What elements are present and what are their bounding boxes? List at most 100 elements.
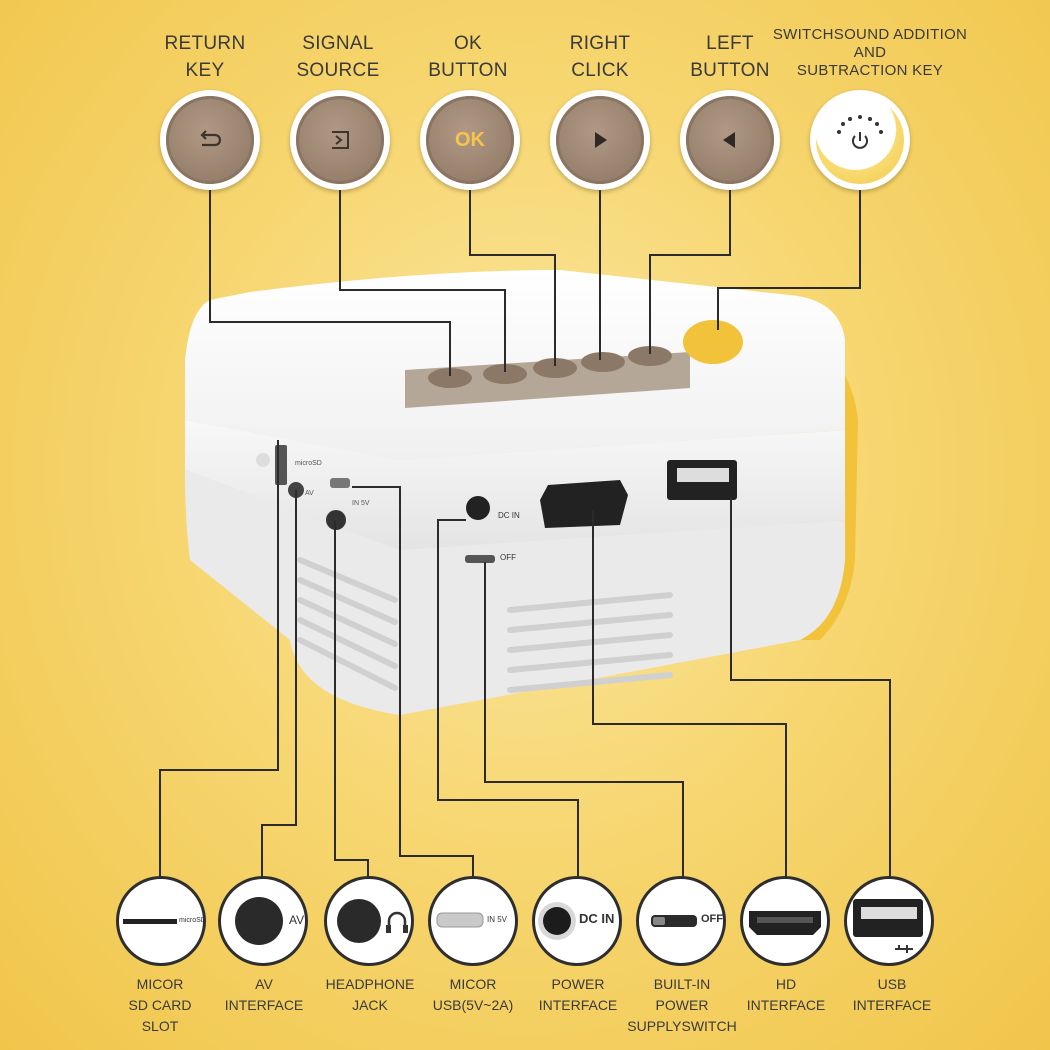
label-line: SWITCHSOUND ADDITION (772, 26, 968, 43)
hd-port-closeup (740, 876, 830, 966)
label-line: POWER (551, 976, 605, 992)
line-return (209, 190, 451, 376)
label-line: USB(5V~2A) (432, 997, 514, 1013)
vents (297, 557, 673, 693)
label-line: LEFT (706, 33, 754, 54)
label-line: INTERFACE (538, 997, 618, 1013)
ok-button[interactable]: OK (420, 90, 520, 190)
line-power (437, 519, 579, 880)
device-buttons (428, 320, 743, 388)
port-text-in5v: IN 5V (487, 915, 508, 924)
hdmi-icon (749, 911, 821, 935)
av-jack-icon (235, 897, 283, 945)
line-hd (592, 510, 787, 880)
device-label-av: AV (305, 490, 314, 497)
line-usb (730, 497, 891, 880)
left-button[interactable] (680, 90, 780, 190)
line-microusb (352, 486, 474, 880)
label-line: OK (453, 33, 483, 54)
label-signal-source: SIGNAL SOURCE (283, 30, 393, 84)
label-microsd-slot: MICOR SD CARD SLOT (110, 974, 210, 1037)
label-line: SUPPLYSWITCH (627, 1018, 737, 1034)
line-microsd (159, 440, 279, 880)
line-left (649, 190, 731, 354)
label-line: AV (255, 976, 273, 992)
label-line: MICOR (449, 976, 497, 992)
front-panel (185, 420, 845, 550)
label-line: BUILT-IN (653, 976, 711, 992)
button-face (166, 96, 254, 184)
label-line: SIGNAL (302, 33, 374, 54)
button-face (816, 96, 904, 184)
device-label-off: OFF (500, 553, 516, 562)
label-line: AND (853, 44, 887, 61)
label-line: HD (775, 976, 797, 992)
label-line: POWER (655, 997, 709, 1013)
label-microusb: MICOR USB(5V~2A) (420, 974, 526, 1016)
label-return-key: RETURN KEY (150, 30, 260, 84)
label-power-interface: POWER INTERFACE (526, 974, 630, 1016)
headphone-icon (337, 899, 408, 943)
switch-sound-button[interactable] (810, 90, 910, 190)
line-source (339, 190, 506, 372)
device-label-dcin: DC IN (498, 511, 520, 520)
label-line: SOURCE (296, 60, 380, 81)
label-line: HEADPHONE (325, 976, 415, 992)
microsd-port-closeup: microSD (116, 876, 206, 966)
label-right-click: RIGHT CLICK (545, 30, 655, 84)
return-key-button[interactable] (160, 90, 260, 190)
ok-text: OK (455, 128, 485, 151)
power-port-closeup: DC IN (532, 876, 622, 966)
label-line: SLOT (141, 1018, 179, 1034)
return-icon (200, 130, 222, 147)
dc-in-icon (538, 902, 576, 940)
label-line: KEY (185, 60, 225, 81)
device-label-microsd: microSD (295, 460, 322, 467)
port-text-av: AV (289, 913, 305, 927)
label-line: SD CARD (128, 997, 192, 1013)
label-line: INTERFACE (224, 997, 304, 1013)
usb-icon (853, 899, 923, 953)
button-face (686, 96, 774, 184)
port-text-off: OFF (701, 913, 723, 925)
headphone-port-closeup (324, 876, 414, 966)
source-icon (332, 131, 349, 149)
label-power-switch: BUILT-IN POWER SUPPLYSWITCH (622, 974, 742, 1037)
label-line: SUBTRACTION KEY (796, 62, 944, 79)
play-right-icon (595, 132, 607, 148)
power-icon (837, 115, 883, 149)
label-ok-button: OK BUTTON (413, 30, 523, 84)
label-switch-sound: SWITCHSOUND ADDITION AND SUBTRACTION KEY (765, 26, 975, 80)
label-line: INTERFACE (746, 997, 826, 1013)
line-switch (717, 190, 861, 330)
right-click-button[interactable] (550, 90, 650, 190)
port-text-dcin: DC IN (579, 911, 615, 926)
line-switch-power (484, 562, 684, 880)
signal-source-button[interactable] (290, 90, 390, 190)
label-line: RETURN (164, 33, 246, 54)
port-text-microsd: microSD (179, 917, 206, 924)
label-left-button: LEFT BUTTON (675, 30, 785, 84)
label-headphone-jack: HEADPHONE JACK (318, 974, 422, 1016)
device-label-in5v: IN 5V (352, 500, 370, 507)
av-port-closeup: AV (218, 876, 308, 966)
label-line: JACK (352, 997, 388, 1013)
label-line: USB (877, 976, 907, 992)
microusb-icon (436, 912, 484, 928)
button-face: OK (426, 96, 514, 184)
label-line: RIGHT (569, 33, 631, 54)
label-line: MICOR (136, 976, 184, 992)
label-line: CLICK (571, 60, 629, 81)
label-line: INTERFACE (852, 997, 932, 1013)
line-ok (469, 190, 556, 366)
label-av-interface: AV INTERFACE (212, 974, 316, 1016)
usb-port-closeup (844, 876, 934, 966)
label-hd-interface: HD INTERFACE (734, 974, 838, 1016)
button-face (296, 96, 384, 184)
power-switch-icon (651, 915, 697, 927)
line-headphone (334, 520, 369, 880)
label-usb-interface: USB INTERFACE (840, 974, 944, 1016)
button-face (556, 96, 644, 184)
